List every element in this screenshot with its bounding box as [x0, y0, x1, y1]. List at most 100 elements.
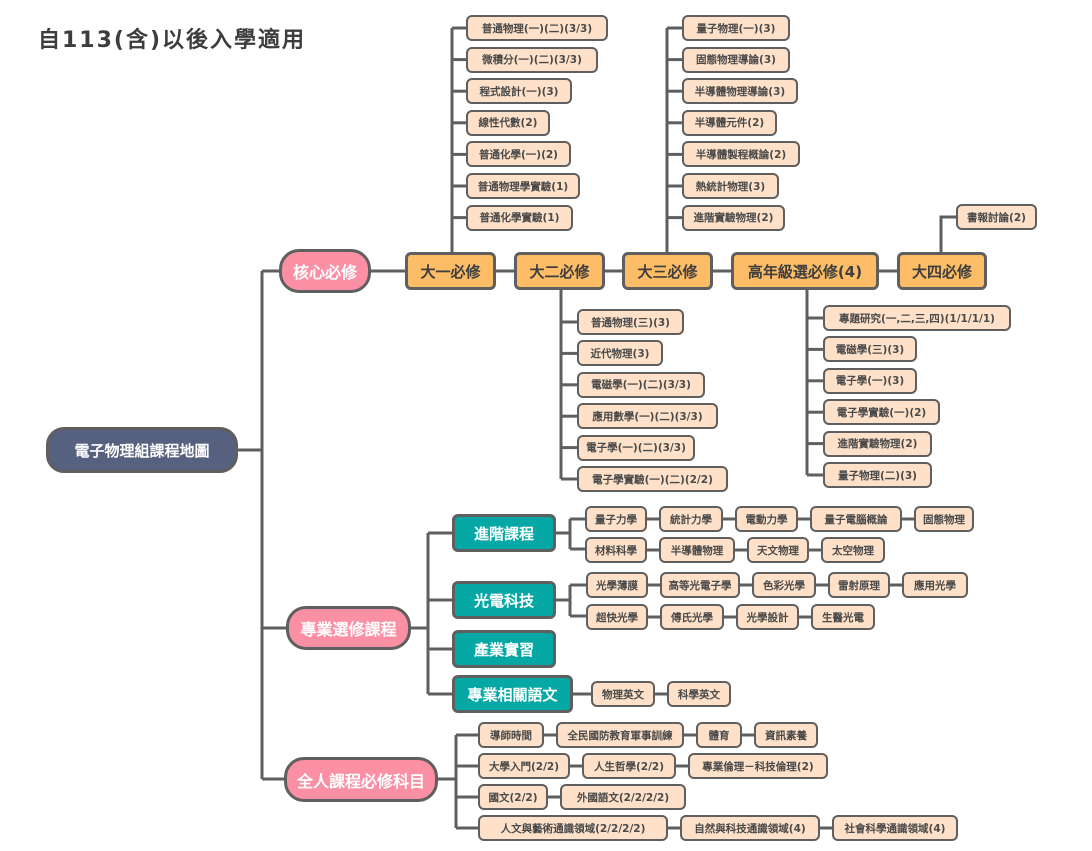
course-label: 傅氏光學 [671, 611, 713, 624]
senior-elective-course[interactable]: 量子物理(二)(3) [823, 462, 932, 488]
track-label: 進階課程 [473, 524, 534, 543]
course-label: 體育 [708, 729, 730, 742]
general-course[interactable]: 國文(2/2) [478, 784, 548, 810]
course-label: 太空物理 [832, 544, 874, 557]
track-label: 產業實習 [473, 640, 534, 659]
advanced-course[interactable]: 太空物理 [821, 537, 885, 563]
year3-course[interactable]: 固態物理導論(3) [682, 46, 790, 73]
year1-course[interactable]: 普通物理(一)(二)(3/3) [466, 15, 608, 41]
year3-course[interactable]: 熱統計物理(3) [682, 173, 779, 199]
year1-course[interactable]: 普通物理學實驗(1) [466, 173, 580, 199]
course-label: 資訊素養 [765, 729, 807, 742]
general-course[interactable]: 資訊素養 [754, 722, 818, 748]
year3-node[interactable]: 大三必修 [622, 252, 713, 290]
course-label: 雷射原理 [838, 579, 880, 592]
general-course[interactable]: 外國語文(2/2/2/2) [560, 784, 686, 810]
year1-course[interactable]: 普通化學(一)(2) [466, 141, 571, 168]
category-general[interactable]: 全人課程必修科目 [284, 757, 438, 802]
course-label: 量子力學 [595, 513, 637, 526]
track-optoelectronics[interactable]: 光電科技 [452, 581, 556, 619]
optoelectronics-course[interactable]: 生醫光電 [811, 604, 875, 630]
year4-node[interactable]: 大四必修 [897, 252, 987, 290]
course-label: 普通化學實驗(1) [479, 212, 560, 225]
course-label: 生醫光電 [822, 611, 864, 624]
general-course[interactable]: 大學入門(2/2) [478, 753, 570, 779]
senior-elective-course[interactable]: 電子學實驗(一)(2) [823, 399, 940, 426]
root-node[interactable]: 電子物理組課程地圖 [46, 427, 238, 473]
optoelectronics-course[interactable]: 光學薄膜 [586, 572, 648, 598]
general-course[interactable]: 專業倫理－科技倫理(2) [688, 753, 828, 779]
language-course[interactable]: 科學英文 [667, 681, 731, 707]
year2-course[interactable]: 近代物理(3) [577, 340, 663, 367]
course-label: 科學英文 [678, 688, 720, 701]
language-course[interactable]: 物理英文 [591, 681, 655, 707]
optoelectronics-course[interactable]: 光學設計 [736, 604, 799, 630]
year1-course[interactable]: 線性代數(2) [466, 109, 550, 136]
year1-course[interactable]: 程式設計(一)(3) [466, 78, 572, 105]
category-label: 專業選修課程 [300, 620, 397, 639]
year2-course[interactable]: 電子學實驗(一)(二)(2/2) [577, 466, 728, 492]
general-course[interactable]: 全民國防教育軍事訓練 [556, 722, 684, 748]
course-label: 大學入門(2/2) [488, 760, 560, 773]
general-course[interactable]: 社會科學通識領域(4) [832, 815, 958, 841]
course-label: 普通物理學實驗(1) [477, 180, 569, 193]
year3-course[interactable]: 量子物理(一)(3) [682, 15, 790, 41]
general-course[interactable]: 體育 [696, 722, 742, 748]
course-label: 物理英文 [602, 688, 644, 701]
optoelectronics-course[interactable]: 色彩光學 [752, 572, 816, 598]
year3-course[interactable]: 半導體元件(2) [682, 109, 777, 136]
course-label: 電子學實驗(一)(2) [836, 406, 927, 419]
optoelectronics-course[interactable]: 應用光學 [902, 572, 968, 598]
optoelectronics-course[interactable]: 超快光學 [586, 604, 648, 630]
year4-course[interactable]: 書報討論(2) [956, 204, 1037, 230]
advanced-course[interactable]: 電動力學 [735, 506, 798, 532]
advanced-course[interactable]: 半導體物理 [659, 537, 735, 563]
general-course[interactable]: 人生哲學(2/2) [582, 753, 676, 779]
course-label: 普通化學(一)(2) [478, 148, 558, 161]
year3-course[interactable]: 半導體製程概論(2) [682, 141, 800, 168]
senior-elective-node[interactable]: 高年級選必修(4) [731, 252, 879, 290]
advanced-course[interactable]: 量子電腦概論 [810, 506, 902, 532]
course-label: 社會科學通識領域(4) [844, 822, 946, 835]
track-language[interactable]: 專業相關語文 [452, 675, 573, 713]
category-core[interactable]: 核心必修 [279, 249, 371, 293]
course-label: 量子物理(二)(3) [837, 469, 917, 482]
course-label: 應用數學(一)(二)(3/3) [592, 410, 703, 423]
advanced-course[interactable]: 量子力學 [585, 506, 647, 532]
senior-elective-course[interactable]: 電磁學(三)(3) [823, 336, 917, 363]
course-label: 色彩光學 [763, 579, 805, 592]
optoelectronics-course[interactable]: 高等光電子學 [660, 572, 740, 598]
course-label: 普通物理(一)(二)(3/3) [481, 22, 593, 35]
advanced-course[interactable]: 固態物理 [914, 506, 974, 532]
course-label: 人文與藝術通識領域(2/2/2/2) [500, 822, 646, 835]
year2-course[interactable]: 電子學(一)(二)(3/3) [577, 434, 695, 461]
year2-node[interactable]: 大二必修 [514, 252, 605, 290]
advanced-course[interactable]: 材料科學 [585, 537, 647, 563]
senior-elective-course[interactable]: 進階實驗物理(2) [823, 430, 932, 457]
course-label: 固態物理導論(3) [696, 54, 776, 67]
optoelectronics-course[interactable]: 傅氏光學 [660, 604, 724, 630]
year2-course[interactable]: 應用數學(一)(二)(3/3) [577, 403, 718, 430]
senior-elective-course[interactable]: 電子學(一)(3) [823, 367, 917, 394]
track-internship[interactable]: 產業實習 [452, 630, 556, 668]
general-course[interactable]: 人文與藝術通識領域(2/2/2/2) [478, 815, 668, 841]
advanced-course[interactable]: 統計力學 [659, 506, 723, 532]
optoelectronics-course[interactable]: 雷射原理 [828, 572, 890, 598]
course-label: 電動力學 [745, 513, 788, 526]
track-advanced[interactable]: 進階課程 [452, 514, 556, 552]
year1-course[interactable]: 微積分(一)(二)(3/3) [466, 46, 598, 73]
category-elective[interactable]: 專業選修課程 [286, 606, 411, 650]
advanced-course[interactable]: 天文物理 [747, 537, 809, 563]
general-course[interactable]: 自然與科技通識領域(4) [680, 815, 820, 841]
senior-elective-course[interactable]: 專題研究(一,二,三,四)(1/1/1/1) [823, 305, 1011, 331]
general-course[interactable]: 導師時間 [478, 722, 544, 748]
year2-course[interactable]: 普通物理(三)(3) [577, 309, 684, 335]
year3-course[interactable]: 進階實驗物理(2) [682, 204, 785, 231]
year1-node[interactable]: 大一必修 [405, 252, 496, 290]
year3-course[interactable]: 半導體物理導論(3) [682, 78, 798, 105]
year1-course[interactable]: 普通化學實驗(1) [466, 204, 573, 231]
course-label: 電子學實驗(一)(二)(2/2) [592, 473, 713, 486]
year2-course[interactable]: 電磁學(一)(二)(3/3) [577, 371, 705, 398]
course-label: 天文物理 [757, 544, 799, 557]
year-label: 高年級選必修(4) [747, 262, 863, 281]
